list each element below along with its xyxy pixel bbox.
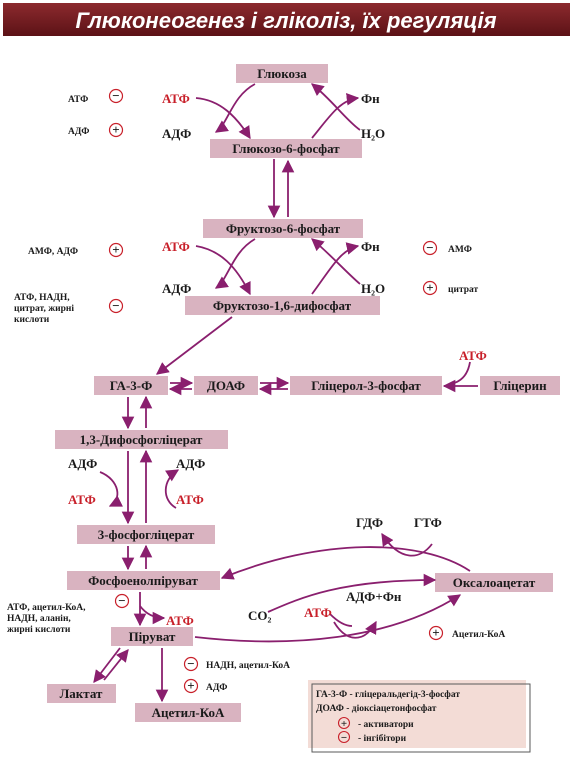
reg-pc-acetylcoa-label: Ацетил-КоА — [452, 630, 505, 640]
legend-activators: - активатори — [358, 720, 414, 730]
box-oxaloacetate: Оксалоацетат — [435, 573, 553, 592]
box-glycerol: Гліцерин — [480, 376, 560, 395]
svg-text:+: + — [112, 242, 119, 257]
svg-text:−: − — [341, 732, 347, 744]
box-fructose-1-6-bisphosphate: Фруктозо-1,6-дифосфат — [185, 296, 380, 315]
reg-pdh-activator-label: АДФ — [206, 683, 227, 693]
box-dhap: ДОАФ — [194, 376, 258, 395]
plus-icon: + — [428, 625, 444, 641]
svg-text:Фруктозо-1,6-дифосфат: Фруктозо-1,6-дифосфат — [213, 298, 352, 313]
svg-text:Оксалоацетат: Оксалоацетат — [453, 575, 536, 590]
svg-text:+: + — [112, 122, 119, 137]
reg-pfk-inhibitors-line2: цитрат, жирні — [14, 303, 74, 314]
plus-icon: + — [108, 122, 124, 138]
cofactor-adp-pfk: АДФ — [162, 281, 191, 296]
svg-text:−: − — [112, 298, 119, 313]
svg-text:Глюкоза: Глюкоза — [257, 66, 307, 81]
box-glycerol-3-phosphate: Гліцерол-3-фосфат — [290, 376, 442, 395]
reg-pfk-inhibitors-line1: АТФ, НАДН, — [14, 293, 70, 303]
box-acetyl-coa: Ацетил-КоА — [135, 703, 241, 722]
reg-hk-adp-label: АДФ — [68, 127, 89, 137]
svg-text:Гліцерин: Гліцерин — [493, 378, 547, 393]
svg-text:Піруват: Піруват — [129, 629, 176, 644]
svg-text:3-фосфогліцерат: 3-фосфогліцерат — [98, 527, 195, 542]
cofactor-gtp: ГТФ — [414, 515, 442, 530]
minus-icon: − — [108, 88, 124, 104]
cofactor-adp-pi-pc: АДФ+Фн — [346, 589, 402, 604]
cofactor-adp-hk: АДФ — [162, 126, 191, 141]
cofactor-pi-g6pase: Фн — [361, 91, 380, 106]
minus-icon: − — [422, 240, 438, 256]
cofactor-co2: CO₂ — [248, 608, 272, 623]
cofactor-adp-pgk-left: АДФ — [68, 456, 97, 471]
box-glucose-6-phosphate: Глюкозо-6-фосфат — [210, 139, 362, 158]
reg-fbpase-amp-label: АМФ — [448, 245, 472, 255]
minus-icon: − — [114, 593, 130, 609]
svg-text:+: + — [187, 678, 194, 693]
svg-text:Гліцерол-3-фосфат: Гліцерол-3-фосфат — [311, 378, 421, 393]
svg-text:Фруктозо-6-фосфат: Фруктозо-6-фосфат — [226, 221, 341, 236]
box-glucose: Глюкоза — [236, 64, 328, 83]
cofactor-atp-pc: АТФ — [304, 605, 332, 620]
plus-icon: + — [108, 242, 124, 258]
cofactor-atp-hk: АТФ — [162, 91, 190, 106]
reg-pk-inhibitors-line1: АТФ, ацетил-КоА, — [7, 603, 86, 613]
plus-icon: + — [422, 280, 438, 296]
reg-pk-inhibitors-line3: жирні кислоти — [7, 624, 71, 635]
legend-inhibitors: - інгібітори — [358, 733, 407, 744]
svg-text:−: − — [187, 656, 194, 671]
diagram-title: Глюконеогенез і гліколіз, їх регуляція — [75, 8, 496, 33]
cofactor-atp-pgk-right: АТФ — [176, 492, 204, 507]
box-fructose-6-phosphate: Фруктозо-6-фосфат — [203, 219, 363, 238]
minus-icon: − — [337, 730, 351, 744]
cofactor-atp-pfk: АТФ — [162, 239, 190, 254]
box-3-phosphoglycerate: 3-фосфогліцерат — [77, 525, 215, 544]
svg-text:Фосфоенолпіруват: Фосфоенолпіруват — [88, 573, 198, 588]
svg-text:ГА-3-Ф: ГА-3-Ф — [110, 378, 153, 393]
cofactor-adp-pgk-right: АДФ — [176, 456, 205, 471]
cofactor-h2o-g6pase: H₂O — [361, 126, 385, 141]
cofactor-pi-fbpase: Фн — [361, 239, 380, 254]
cofactor-atp-pgk-left: АТФ — [68, 492, 96, 507]
box-pyruvate: Піруват — [111, 627, 193, 646]
cofactor-h2o-fbpase: H₂O — [361, 281, 385, 296]
box-lactate: Лактат — [47, 684, 116, 703]
reg-pfk-activators-label: АМФ, АДФ — [28, 247, 78, 257]
box-phosphoenolpyruvate: Фосфоенолпіруват — [67, 571, 220, 590]
svg-text:+: + — [432, 625, 439, 640]
svg-text:+: + — [426, 280, 433, 295]
legend-box: ГА-3-Ф - гліцеральдегід-3-фосфат ДОАФ - … — [308, 680, 531, 753]
reg-pdh-inhibitors-label: НАДН, ацетил-КоА — [206, 661, 290, 671]
svg-text:Лактат: Лактат — [60, 686, 103, 701]
title-banner — [3, 3, 570, 36]
legend-dhap: ДОАФ - діоксіацетонфосфат — [316, 703, 437, 714]
svg-text:Ацетил-КоА: Ацетил-КоА — [152, 705, 225, 720]
svg-text:1,3-Дифосфогліцерат: 1,3-Дифосфогліцерат — [80, 432, 203, 447]
cofactor-gdp: ГДФ — [356, 515, 383, 530]
svg-text:−: − — [426, 240, 433, 255]
cofactor-atp-pk: АТФ — [166, 613, 194, 628]
reg-pk-inhibitors-line2: НАДН, аланін, — [7, 613, 71, 624]
reg-hk-atp-label: АТФ — [68, 95, 88, 105]
cofactor-atp-glycerol-kinase: АТФ — [459, 348, 487, 363]
svg-text:−: − — [112, 88, 119, 103]
minus-icon: − — [108, 298, 124, 314]
svg-text:Глюкозо-6-фосфат: Глюкозо-6-фосфат — [232, 141, 340, 156]
reg-pfk-inhibitors-line3: кислоти — [14, 315, 50, 325]
legend-ga3p: ГА-3-Ф - гліцеральдегід-3-фосфат — [316, 689, 460, 700]
svg-text:+: + — [341, 718, 347, 730]
box-1-3-bisphosphoglycerate: 1,3-Дифосфогліцерат — [55, 430, 228, 449]
reg-fbpase-citrate-label: цитрат — [448, 285, 479, 295]
minus-icon: − — [183, 656, 199, 672]
svg-text:ДОАФ: ДОАФ — [207, 378, 245, 393]
plus-icon: + — [337, 716, 351, 730]
svg-text:−: − — [118, 593, 125, 608]
plus-icon: + — [183, 678, 199, 694]
box-ga3p: ГА-3-Ф — [94, 376, 168, 395]
pathway-arrows — [93, 83, 478, 703]
